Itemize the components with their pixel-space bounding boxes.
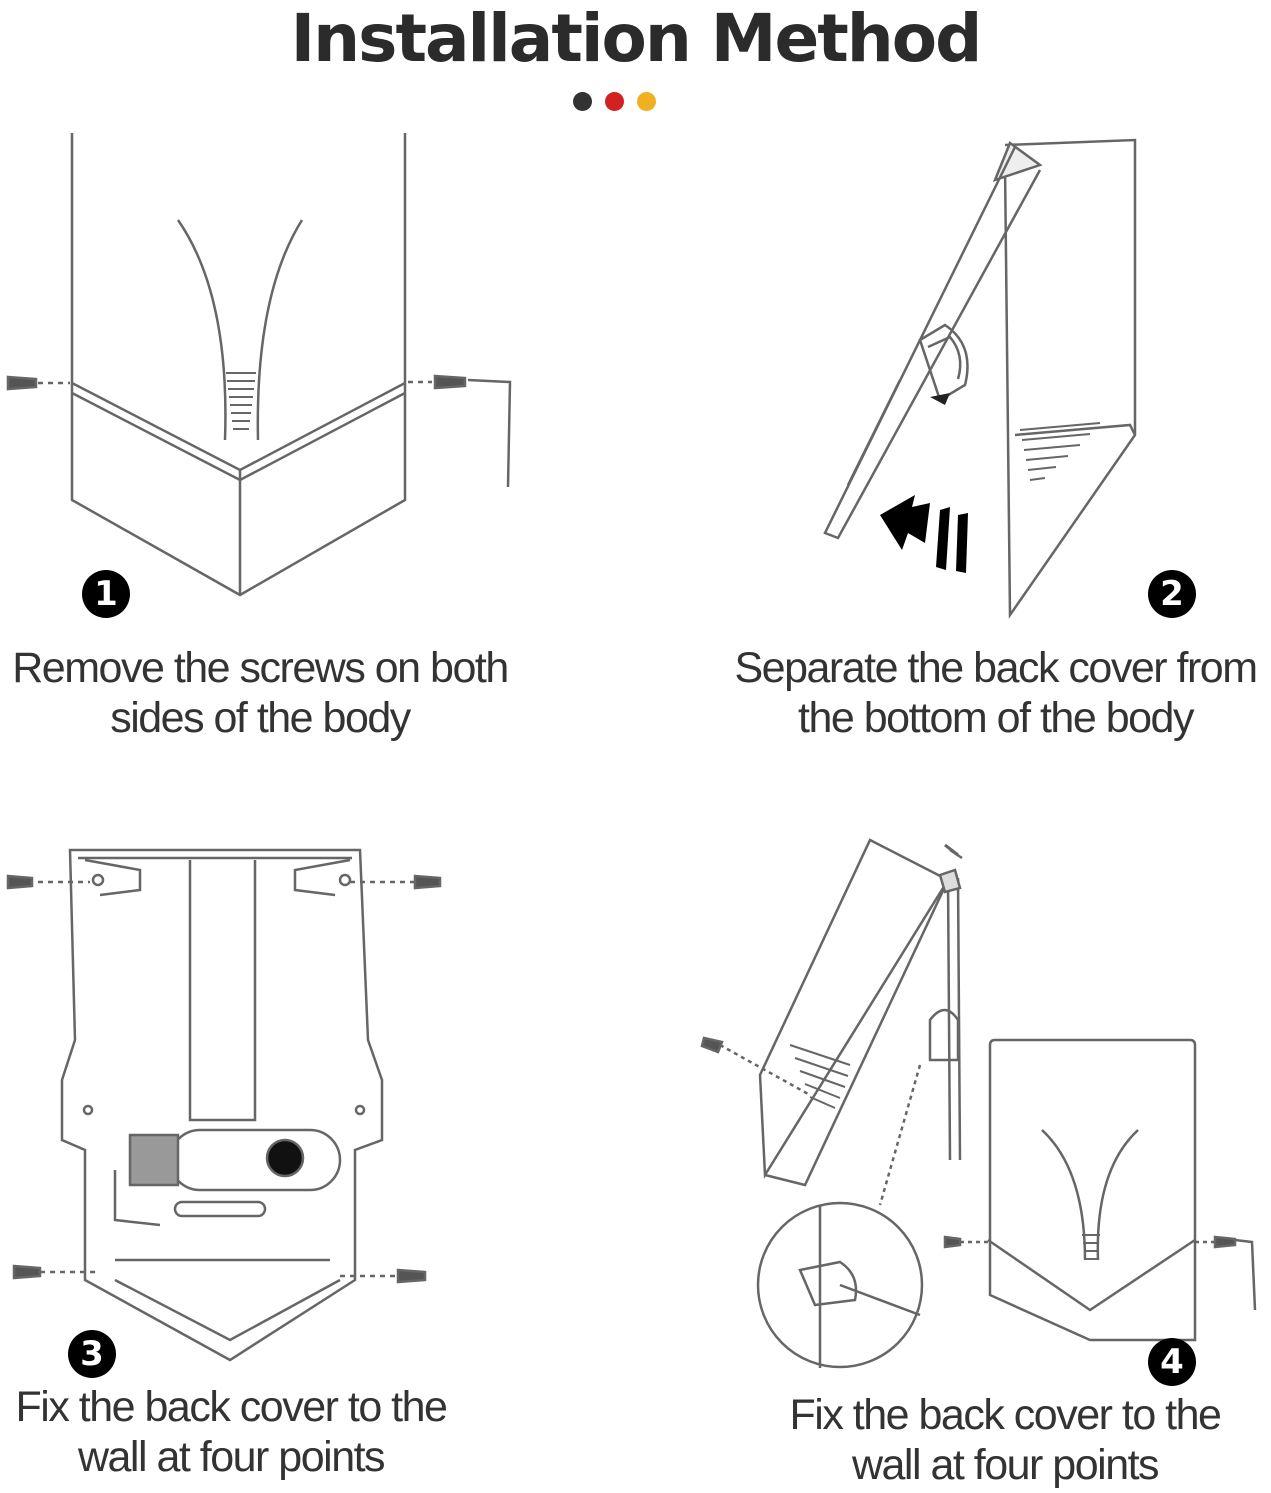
step-4-badge: 4 [1148, 1338, 1196, 1386]
step-2-badge: 2 [1148, 570, 1196, 618]
step-3-caption: Fix the back cover to the wall at four p… [0, 1382, 462, 1482]
step-3-caption-line2: wall at four points [77, 1433, 386, 1481]
accent-dot-yellow [637, 92, 656, 111]
step-4-caption: Fix the back cover to the wall at four p… [760, 1390, 1250, 1490]
step-1-illustration [0, 125, 560, 605]
step-2-caption: Separate the back cover from the bottom … [720, 643, 1271, 743]
step-2-caption-line2: the bottom of the body [798, 694, 1194, 742]
accent-dot-red [605, 92, 624, 111]
accent-dot-dark [573, 92, 592, 111]
accent-dots [573, 92, 656, 111]
step-3-illustration [0, 840, 450, 1380]
step-3-caption-line1: Fix the back cover to the [15, 1383, 448, 1431]
step-2-caption-line1: Separate the back cover from [734, 644, 1258, 692]
step-2-illustration [800, 135, 1160, 625]
step-4-caption-line1: Fix the back cover to the [789, 1391, 1222, 1439]
step-4-illustration [690, 830, 1270, 1380]
step-1-caption-line1: Remove the screws on both [12, 644, 509, 692]
page-title: Installation Method [290, 0, 983, 77]
step-1-caption-line2: sides of the body [110, 694, 411, 742]
step-1-caption: Remove the screws on both sides of the b… [0, 643, 520, 743]
step-4-caption-line2: wall at four points [851, 1441, 1160, 1489]
step-1-badge: 1 [82, 570, 130, 618]
step-3-badge: 3 [68, 1330, 116, 1378]
